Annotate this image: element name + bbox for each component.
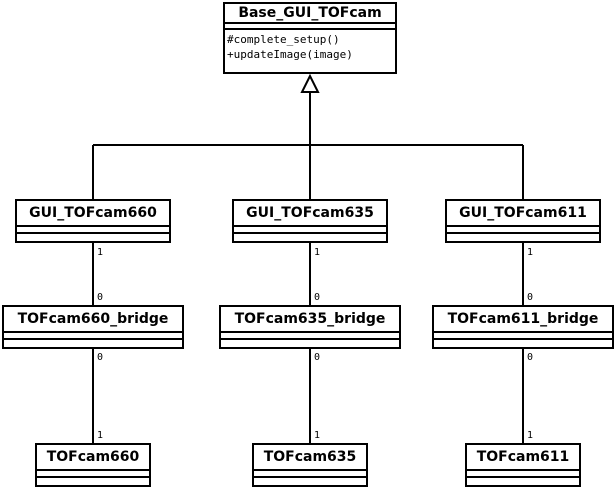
class-tofcam611[interactable]: TOFcam611 — [465, 443, 581, 487]
class-name: TOFcam611_bridge — [434, 307, 612, 333]
multiplicity-gui611-target: 0 — [527, 292, 533, 303]
operations-section — [4, 340, 182, 347]
class-name: Base_GUI_TOFcam — [225, 4, 395, 24]
operations-section — [447, 234, 599, 241]
attributes-section — [37, 471, 149, 478]
multiplicity-gui635-target: 0 — [314, 292, 320, 303]
class-base-gui-tofcam[interactable]: Base_GUI_TOFcam #complete_setup() +updat… — [223, 2, 397, 74]
operations-section — [434, 340, 612, 347]
multiplicity-bridge611-source: 0 — [527, 352, 533, 363]
class-gui-tofcam660[interactable]: GUI_TOFcam660 — [15, 199, 171, 243]
operations-section — [221, 340, 399, 347]
class-name: GUI_TOFcam635 — [234, 201, 386, 227]
class-name: TOFcam635_bridge — [221, 307, 399, 333]
attributes-section — [4, 333, 182, 340]
attributes-section — [447, 227, 599, 234]
class-name: TOFcam660 — [37, 445, 149, 471]
operation-complete-setup: #complete_setup() — [227, 33, 340, 46]
multiplicity-gui660-source: 1 — [97, 247, 103, 258]
class-tofcam635[interactable]: TOFcam635 — [252, 443, 368, 487]
attributes-section — [221, 333, 399, 340]
attributes-section — [254, 471, 366, 478]
class-tofcam611-bridge[interactable]: TOFcam611_bridge — [432, 305, 614, 349]
multiplicity-bridge660-source: 0 — [97, 352, 103, 363]
operations-section: #complete_setup() +updateImage(image) — [225, 30, 395, 62]
attributes-section — [434, 333, 612, 340]
multiplicity-gui611-source: 1 — [527, 247, 533, 258]
multiplicity-gui635-source: 1 — [314, 247, 320, 258]
multiplicity-gui660-target: 0 — [97, 292, 103, 303]
operations-section — [37, 478, 149, 485]
class-name: TOFcam660_bridge — [4, 307, 182, 333]
multiplicity-bridge635-source: 0 — [314, 352, 320, 363]
operations-section — [17, 234, 169, 241]
operations-section — [254, 478, 366, 485]
multiplicity-cam611-target: 1 — [527, 430, 533, 441]
attributes-section — [467, 471, 579, 478]
class-name: GUI_TOFcam660 — [17, 201, 169, 227]
operation-update-image: +updateImage(image) — [227, 48, 353, 61]
operations-section — [467, 478, 579, 485]
inheritance-arrowhead — [300, 73, 320, 93]
class-name: TOFcam635 — [254, 445, 366, 471]
attributes-section — [234, 227, 386, 234]
class-name: GUI_TOFcam611 — [447, 201, 599, 227]
class-tofcam660[interactable]: TOFcam660 — [35, 443, 151, 487]
attributes-section — [17, 227, 169, 234]
attributes-section — [225, 24, 395, 30]
multiplicity-cam635-target: 1 — [314, 430, 320, 441]
class-tofcam660-bridge[interactable]: TOFcam660_bridge — [2, 305, 184, 349]
multiplicity-cam660-target: 1 — [97, 430, 103, 441]
operations-section — [234, 234, 386, 241]
class-gui-tofcam611[interactable]: GUI_TOFcam611 — [445, 199, 601, 243]
class-name: TOFcam611 — [467, 445, 579, 471]
class-gui-tofcam635[interactable]: GUI_TOFcam635 — [232, 199, 388, 243]
class-tofcam635-bridge[interactable]: TOFcam635_bridge — [219, 305, 401, 349]
